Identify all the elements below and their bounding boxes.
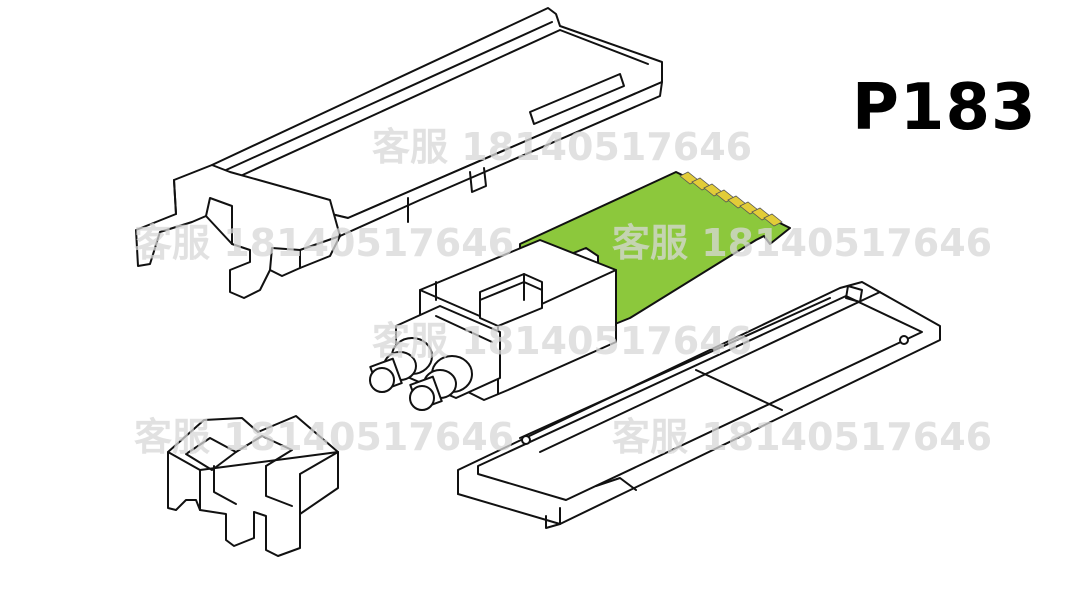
watermark-text: 客服 18140517646 — [134, 415, 515, 459]
watermark-text: 客服 18140517646 — [612, 221, 993, 265]
watermark-text: 客服 18140517646 — [372, 125, 753, 169]
duplex-adapter-icon — [167, 415, 339, 557]
watermark-text: 客服 18140517646 — [134, 221, 515, 265]
sfp-top-cover-icon — [135, 7, 663, 299]
bottom-housing-icon — [457, 281, 941, 529]
gold-finger-contacts — [679, 171, 783, 227]
watermark-text: 客服 18140517646 — [612, 415, 993, 459]
watermark-text: 客服 18140517646 — [372, 319, 753, 363]
part-code-label: P183 — [852, 71, 1037, 145]
optical-module-pcb-icon — [369, 171, 791, 411]
